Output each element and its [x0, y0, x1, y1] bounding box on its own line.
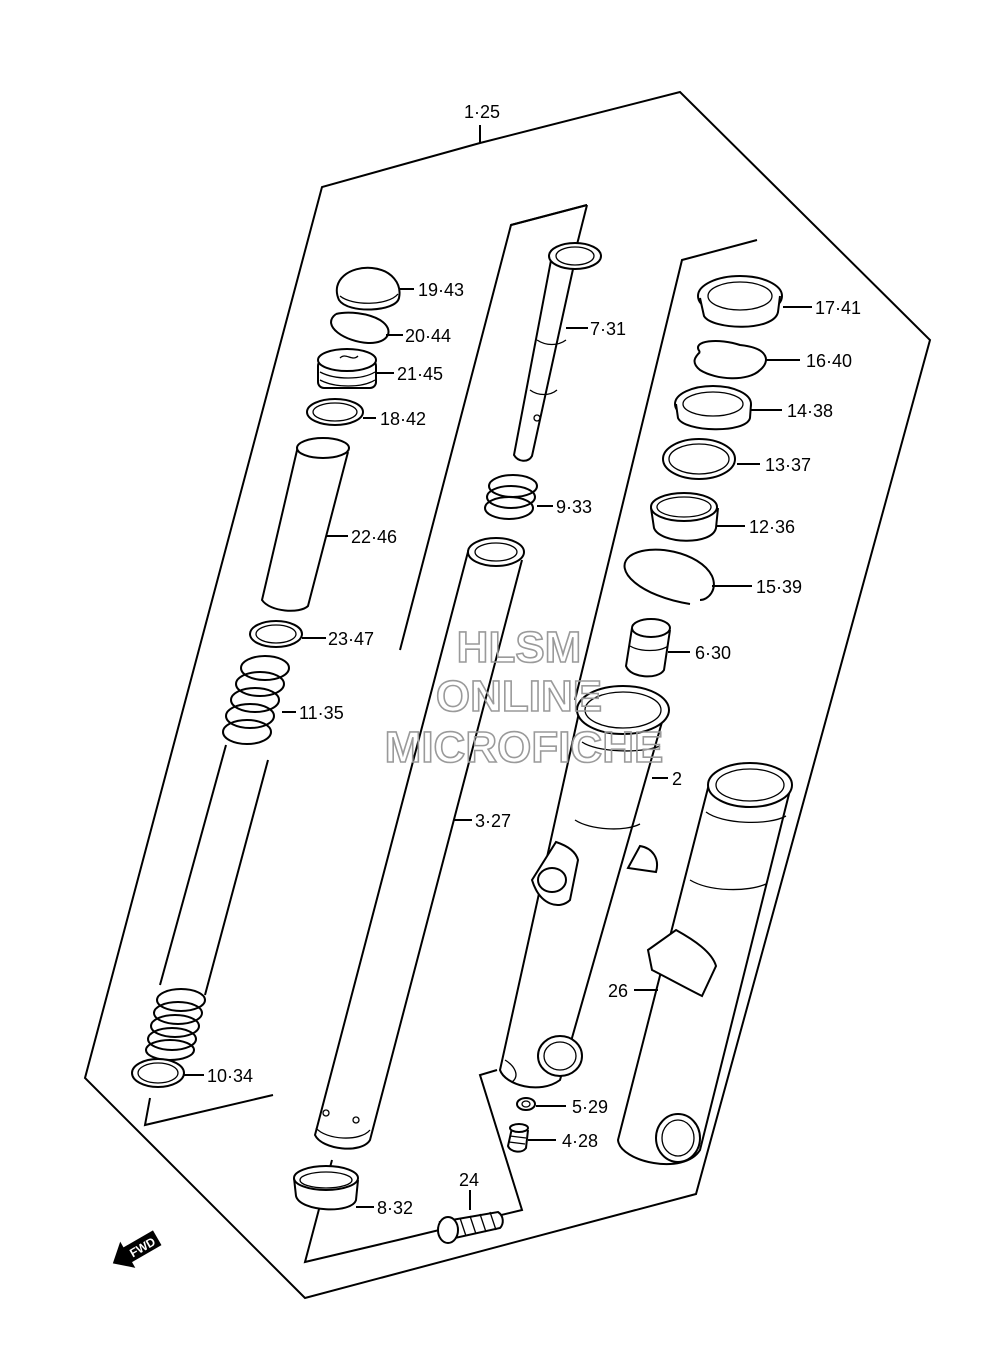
- part-rebound-spring: [484, 474, 538, 520]
- part-bushing-8: [293, 1165, 359, 1211]
- part-spacer-tube: [260, 437, 350, 612]
- callout-22-46: 22·46: [351, 527, 397, 547]
- callout-1-25: 1·25: [464, 102, 500, 122]
- part-guide-bushing: [650, 492, 719, 542]
- part-damper-rod: [512, 242, 602, 462]
- fwd-arrow-icon: FWD: [112, 1230, 162, 1268]
- callout-19-43: 19·43: [418, 280, 464, 300]
- callout-4-28: 4·28: [562, 1131, 598, 1151]
- callout-11-35: 11·35: [299, 703, 344, 723]
- callout-14-38: 14·38: [787, 401, 833, 421]
- callout-7-31: 7·31: [590, 319, 626, 339]
- callout-8-32: 8·32: [377, 1198, 413, 1218]
- part-outer-tube-26: [616, 762, 793, 1166]
- callout-labels: 1·25 19·43 20·44 21·45 18·42 22·46 23·47…: [207, 102, 861, 1218]
- callout-17-41: 17·41: [815, 298, 861, 318]
- part-washer-23: [249, 620, 303, 648]
- callout-16-40: 16·40: [806, 351, 852, 371]
- part-stopper-ring: [693, 340, 767, 380]
- part-fork-spring-bottom: [145, 988, 206, 1061]
- part-washer-10: [131, 1058, 185, 1088]
- watermark: HLSM ONLINE MICROFICHE: [384, 622, 664, 773]
- watermark-line-3: MICROFICHE: [385, 723, 664, 772]
- part-gasket-washer: [516, 1097, 536, 1111]
- callout-23-47: 23·47: [328, 629, 374, 649]
- part-washer-13: [662, 438, 736, 480]
- callout-10-34: 10·34: [207, 1066, 253, 1086]
- callout-13-37: 13·37: [765, 455, 811, 475]
- callout-15-39: 15·39: [756, 577, 802, 597]
- part-o-ring-18: [306, 398, 364, 426]
- part-circlip: [330, 311, 390, 345]
- callout-3-27: 3·27: [475, 811, 511, 831]
- leader-lines: [184, 288, 812, 1210]
- callout-18-42: 18·42: [380, 409, 426, 429]
- callout-20-44: 20·44: [405, 326, 451, 346]
- part-outer-tube-2: [498, 685, 670, 1089]
- part-dust-seal: [697, 275, 783, 328]
- callout-6-30: 6·30: [695, 643, 731, 663]
- callout-12-36: 12·36: [749, 517, 795, 537]
- callout-5-29: 5·29: [572, 1097, 608, 1117]
- part-axle-bolt-24: [437, 1210, 504, 1244]
- part-circlip-15: [623, 548, 715, 605]
- part-damper-bolt: [506, 1123, 529, 1153]
- callout-2: 2: [672, 769, 682, 789]
- part-fork-spring-top: [159, 655, 290, 996]
- callout-24: 24: [459, 1170, 479, 1190]
- part-oil-seal: [674, 385, 752, 431]
- callout-21-45: 21·45: [397, 364, 443, 384]
- watermark-line-2: ONLINE: [436, 672, 602, 721]
- part-inner-tube: [313, 537, 525, 1150]
- part-adjuster-plug: [317, 348, 377, 389]
- part-oil-lock-piece: [624, 618, 671, 678]
- watermark-line-1: HLSM: [457, 623, 582, 672]
- callout-9-33: 9·33: [556, 497, 592, 517]
- part-cap: [336, 266, 401, 311]
- callout-26: 26: [608, 981, 628, 1001]
